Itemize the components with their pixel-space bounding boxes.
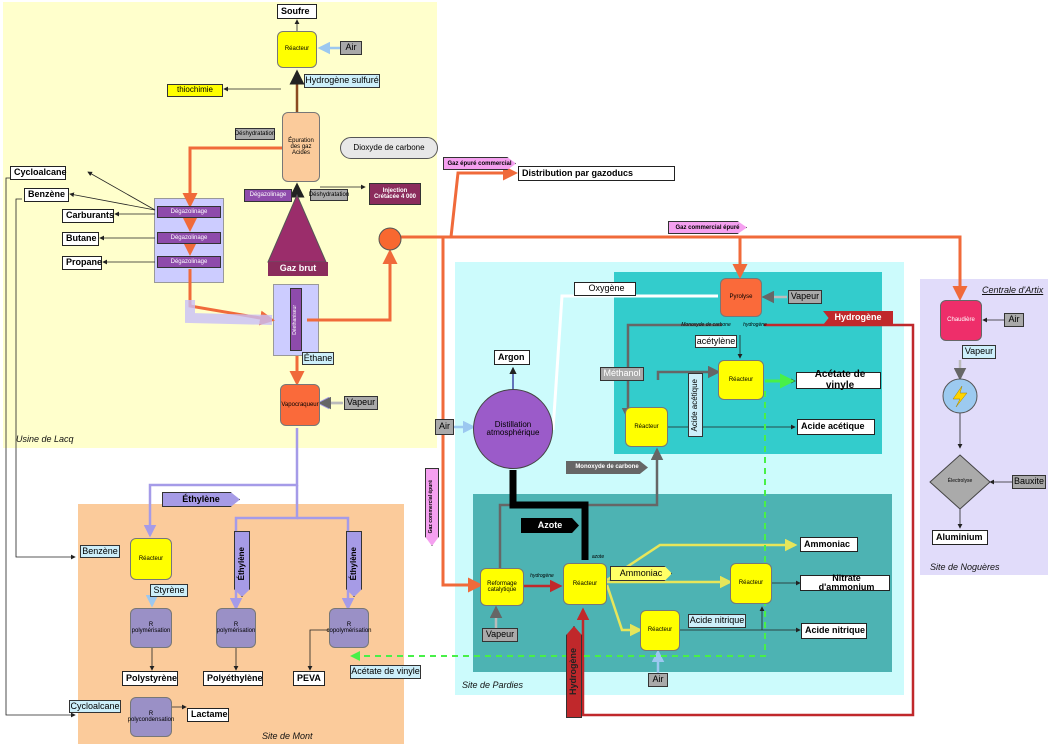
hydrogene-small: hydrogène — [530, 572, 554, 579]
acide-nitrique-box: Acide nitrique — [801, 623, 867, 639]
acide-acetique-v-label: Acide acétique — [690, 378, 700, 432]
reacteur-an: Réacteur — [640, 610, 680, 651]
reacteur-aa: Réacteur — [625, 407, 668, 447]
acide-acetique-v: Acide acétique — [688, 373, 703, 437]
polyethylene-box: Polyéthylène — [203, 671, 263, 686]
ethylene-v2-tag: Éthylène — [346, 531, 362, 597]
vapeur-pyrolyse: Vapeur — [788, 290, 822, 304]
ethylene-h-tag: Éthylène — [162, 492, 240, 507]
ammoniac-tag: Ammoniac — [610, 566, 672, 581]
hydrogene-v-tag: Hydrogène — [566, 626, 582, 718]
reformage-box: Reformage catalytique — [480, 568, 524, 606]
ethylene-v1-label: Éthylène — [236, 547, 246, 581]
air-pardies: Air — [435, 419, 454, 435]
air-top: Air — [340, 41, 362, 55]
pyrolyse-box: Pyrolyse — [720, 278, 762, 317]
ethylene-v1-tag: Éthylène — [234, 531, 250, 597]
reacteur-nitrate: Réacteur — [730, 563, 772, 604]
azote-label: azote — [591, 553, 605, 560]
site-lacq-label: Usine de Lacq — [16, 434, 74, 444]
r-poly-1: R polymérisation — [130, 608, 172, 648]
methanol-box: Méthanol — [600, 367, 644, 381]
deethaniseur-box: Déethaniseur — [290, 288, 302, 351]
reacteur-amm: Réacteur — [563, 563, 607, 605]
reacteur-av: Réacteur — [718, 360, 764, 400]
r-copoly: R copolymérisation — [326, 608, 372, 648]
aluminium-box: Aluminium — [932, 530, 988, 545]
nitrate-box: Nitrate d'ammonium — [800, 573, 890, 592]
chaudiere-box: Chaudière — [940, 300, 982, 341]
soufre-box: Soufre — [277, 4, 317, 19]
site-nogueres-label: Site de Noguères — [930, 562, 1000, 572]
electrolyse-label: Électrolyse — [947, 478, 973, 485]
ammoniac-box: Ammoniac — [800, 537, 858, 552]
acetylene-box: acétylène — [695, 335, 737, 348]
cycloalcane-box: Cycloalcane — [10, 166, 67, 180]
site-pardies-label: Site de Pardies — [462, 680, 524, 690]
benzene-mont: Benzène — [80, 545, 120, 558]
distribution-box: Distribution par gazoducs — [518, 166, 675, 181]
site-artix-label: Centrale d'Artix — [982, 285, 1044, 295]
distillation-circle: Distillation atmosphérique — [473, 389, 553, 469]
air-artix: Air — [1004, 313, 1024, 327]
degaz-1: Dégazolinage — [157, 206, 221, 218]
degaz-2: Dégazolinage — [157, 232, 221, 244]
deethaniseur-label: Déethaniseur — [292, 304, 299, 335]
hydrogene-label: hydrogène — [743, 321, 767, 328]
ethane-box: Éthane — [302, 352, 334, 365]
r-polycond: R polycondensation — [128, 697, 174, 737]
benzene-box: Benzène — [24, 188, 69, 202]
cycloalcane-mont: Cycloalcane — [69, 700, 121, 713]
co2-cloud: Dioxyde de carbone — [340, 137, 438, 159]
bauxite-box: Bauxite — [1012, 475, 1046, 489]
acetate-vinyle-mont: Acétate de vinyle — [350, 665, 421, 679]
oxygene-box: Oxygène — [574, 282, 636, 296]
monoxyde-carbone-tag: Monoxyde de carbone — [566, 461, 648, 474]
thiochimie-box: thiochimie — [167, 84, 223, 97]
vapeur-pardies: Vapeur — [482, 628, 518, 642]
peva-box: PEVA — [293, 671, 325, 686]
monoxyde-label: Monoxyde de carbone — [681, 321, 731, 328]
argon-box: Argon — [494, 350, 530, 365]
azote-tag: Azote — [521, 518, 579, 533]
propane-box: Propane — [62, 256, 102, 270]
reacteur-mont: Réacteur — [130, 538, 172, 580]
butane-box: Butane — [62, 232, 99, 246]
site-mont-label: Site de Mont — [262, 731, 313, 741]
deshydratation-1: Déshydratation — [235, 128, 275, 140]
vapeur-artix: Vapeur — [962, 345, 996, 359]
gaz-commercial-v-tag: Gaz commercial épuré — [425, 468, 439, 546]
hydrogene-v-label: Hydrogène — [568, 648, 579, 696]
ethylene-v2-label: Éthylène — [348, 547, 358, 581]
gaz-commercial-epure-tag: Gaz commercial épuré — [668, 221, 747, 234]
styrene-box: Styrène — [150, 584, 188, 597]
lactame-box: Lactame — [187, 708, 229, 722]
deshydratation-2: Déshydratation — [309, 189, 349, 201]
r-poly-2: R polymérisation — [216, 608, 256, 648]
degaz-4: Dégazolinage — [244, 189, 292, 202]
gaz-commercial-v-label: Gaz commercial épuré — [428, 480, 435, 534]
injection-box: Injection Crétacée 4 000 — [369, 183, 421, 205]
hydrogene-tag: Hydrogène — [823, 311, 893, 325]
polystyrene-box: Polystyrène — [122, 671, 178, 686]
carburants-box: Carburants — [62, 209, 114, 223]
air-an: Air — [648, 673, 668, 687]
acide-nitrique-label: Acide nitrique — [688, 614, 746, 628]
gaz-brut-label: Gaz brut — [268, 262, 328, 276]
gaz-epure-commercial-tag: Gaz épuré commercial — [443, 157, 516, 170]
acide-acetique-box: Acide acétique — [797, 419, 875, 435]
reacteur-top: Réacteur — [277, 31, 317, 68]
vapocraqueur-box: Vapocraqueur — [280, 384, 320, 426]
epuration-box: Épuration des gaz Acides — [282, 112, 320, 182]
degaz-3: Dégazolinage — [157, 256, 221, 268]
acetate-vinyle-box: Acétate de vinyle — [796, 369, 881, 390]
h2s-box: Hydrogène sulfuré — [304, 74, 380, 88]
vapeur-lacq: Vapeur — [344, 396, 378, 410]
